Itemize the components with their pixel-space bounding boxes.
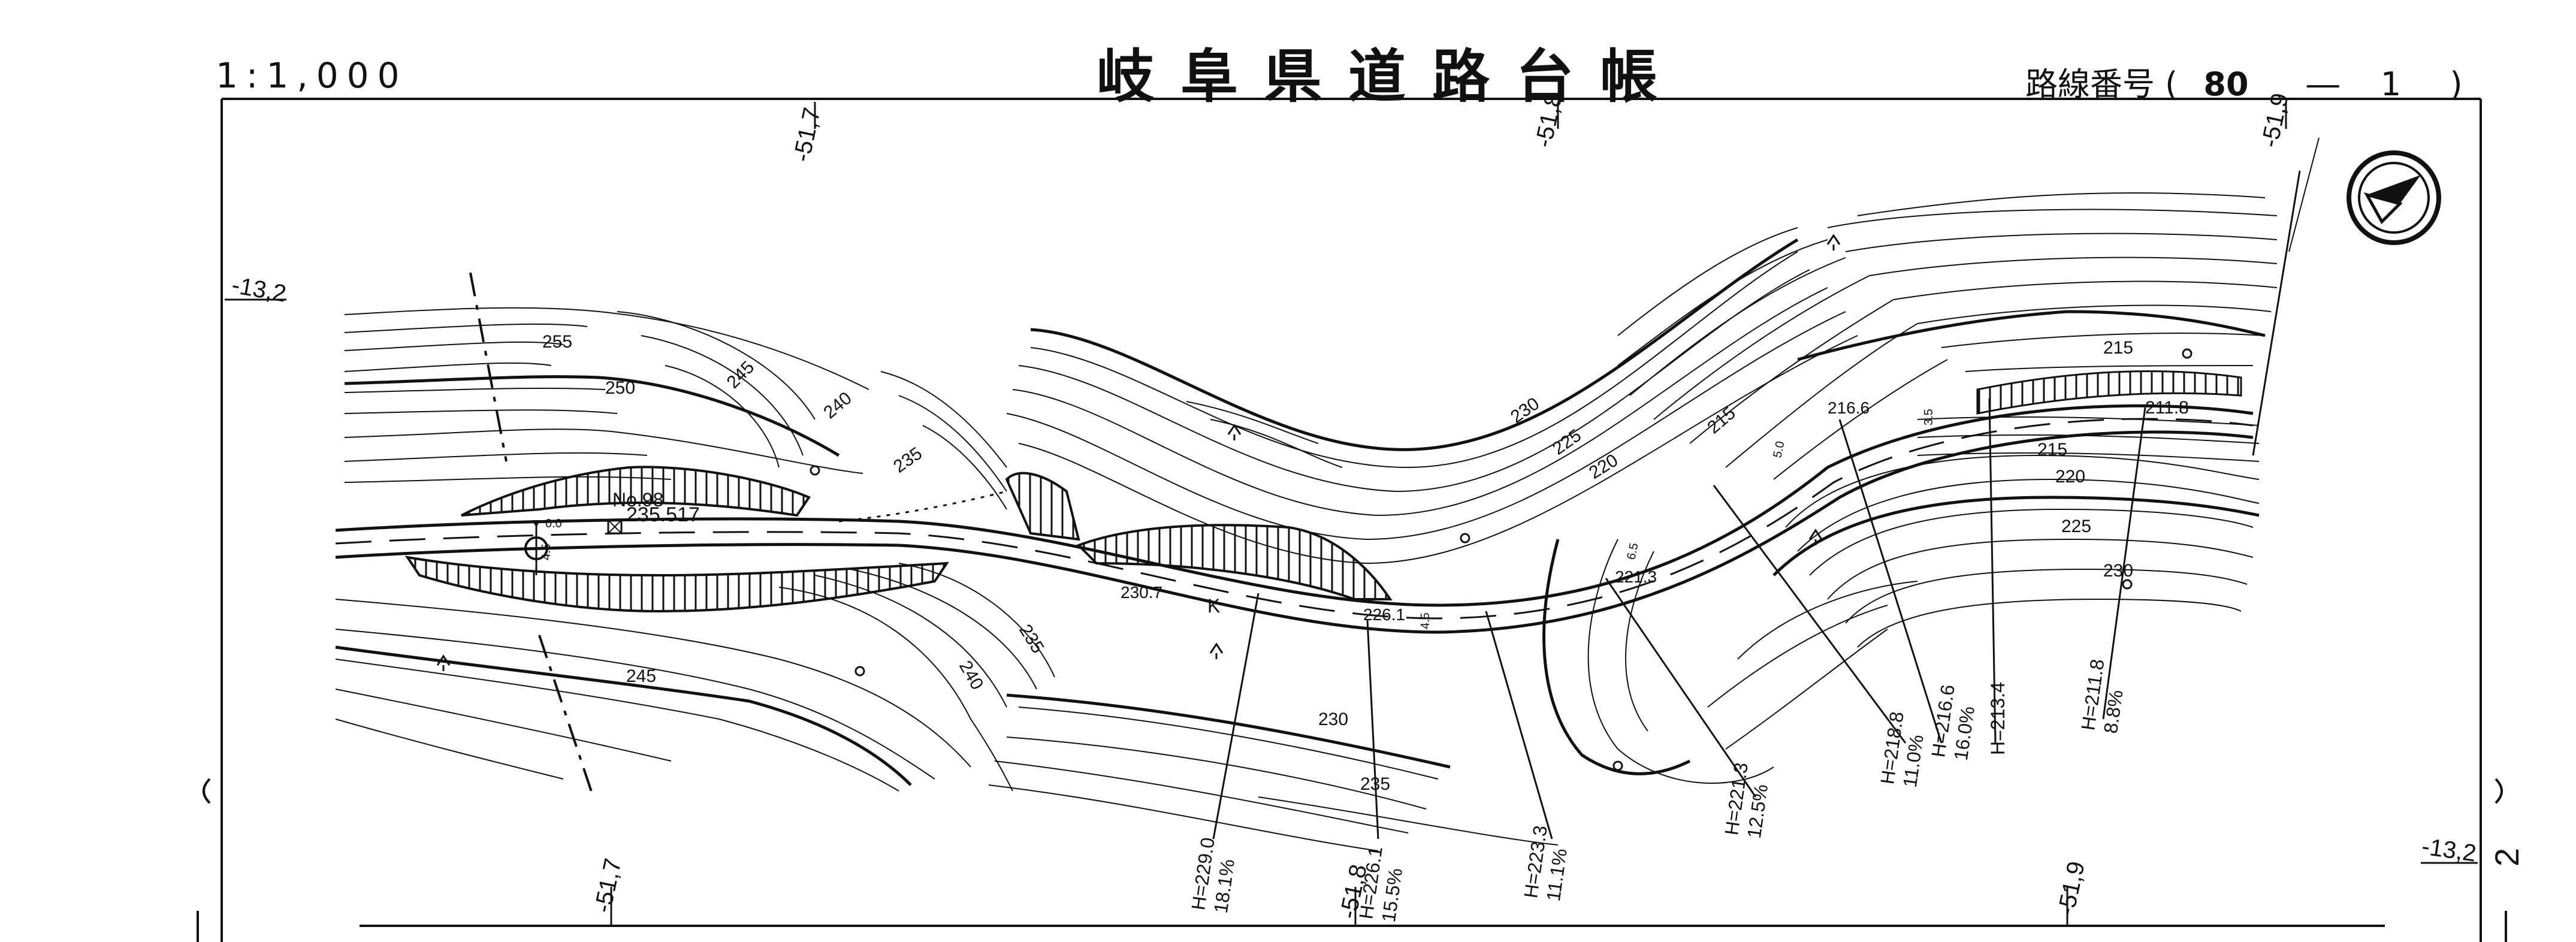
route-label: 路線番号 (2025, 65, 2155, 103)
contour-label: 225 (2061, 517, 2091, 536)
road-elev-2118: 211.8 (2145, 398, 2189, 418)
cut-slopes (404, 370, 2242, 613)
broadleaf-tree-icon (854, 666, 865, 677)
station-elevation: 235.517 (626, 503, 700, 526)
map-scale: 1:1,000 (216, 55, 408, 96)
lower-contours (335, 416, 2260, 852)
road-elev-2166: 216.6 (1828, 398, 1870, 417)
slope-grade: 8.8% (2100, 689, 2127, 735)
slope-labels: H=229.0 18.1% H=226.1 15.5% H=223.3 11.1… (1187, 658, 2127, 924)
contour-label: 220 (2055, 467, 2085, 487)
grid-label-top-1: -51,7 (789, 105, 826, 164)
broadleaf-tree-icon (810, 465, 820, 476)
map-frame (197, 98, 2507, 942)
road-width-2213: 6.5 (1624, 542, 1641, 561)
slope-height: H=213.4 (1987, 682, 2009, 755)
contour-label: 215 (2037, 440, 2067, 460)
conifer-tree-icon (1808, 529, 1823, 545)
grid-label-left: -13,2 (229, 272, 288, 307)
broadleaf-tree-icon (2182, 348, 2193, 359)
contour-label: 225 (1549, 425, 1585, 459)
boundary-lines (2252, 137, 2320, 456)
road-elev-2213: 221.3 (1615, 567, 1657, 586)
north-arrow-icon (2347, 150, 2441, 245)
conifer-tree-icon (1826, 234, 1841, 250)
station-width: 4.5 (540, 544, 553, 560)
benchmark-icon (607, 519, 623, 535)
grid-label-bottom-3: -51,9 (2053, 859, 2090, 918)
route-number: 80 (2203, 65, 2249, 103)
contour-label: 235 (890, 443, 926, 477)
contour-label: 250 (605, 378, 635, 398)
contour-label: 245 (626, 666, 656, 686)
road-width-2166: 3.5 (1922, 409, 1935, 425)
station-marker-icon (524, 520, 548, 575)
grid-labels: -51,7 -51,8 -51,9 -51,7 -51,8 -51,9 -13,… (225, 91, 2478, 926)
road-width-top: 5.0 (1771, 440, 1787, 459)
contour-label: 230 (1507, 394, 1543, 427)
road-width-2261: 4.5 (1419, 612, 1432, 629)
broadleaf-tree-icon (2122, 579, 2133, 590)
road-labels: 230.7 K 226.1 4.5 221.3 6.5 5.0 216.6 3.… (1121, 398, 2189, 629)
conifer-tree-icon (1209, 642, 1224, 659)
upper-contours (344, 192, 2278, 564)
grid-label-bottom-1: -51,7 (590, 856, 627, 915)
route-paren-open: ( (2165, 65, 2178, 103)
road-elev-2261: 226.1 (1363, 605, 1405, 624)
cross-section-lines (1212, 398, 2146, 840)
conifer-tree-icon (1227, 424, 1242, 440)
contour-label: 230 (1318, 709, 1348, 729)
road (335, 404, 2254, 634)
contour-label: 230 (2103, 561, 2133, 581)
contour-label: 215 (2103, 338, 2133, 358)
conifer-tree-icon (436, 654, 451, 671)
route-dash: ― (2306, 65, 2339, 103)
station-bench-offset: 0.0 (545, 517, 562, 530)
index-contours (344, 238, 2266, 457)
broadleaf-tree-icon (1460, 533, 1470, 544)
contour-label: 240 (820, 388, 856, 422)
route-number-label: 路線番号 ( 80 ― 1 ) (2025, 58, 2463, 105)
road-elev-2307: 230.7 (1121, 583, 1162, 602)
broadleaf-tree-icon (1612, 760, 1623, 771)
contour-label: 240 (955, 657, 987, 693)
contour-label: 220 (1586, 450, 1621, 483)
grid-label-right: -13,2 (2420, 833, 2478, 866)
survey-centerline (469, 272, 594, 798)
vegetation-symbols (436, 234, 2193, 771)
route-paren-close: ) (2450, 65, 2463, 103)
station-name: No.98 (612, 489, 663, 511)
route-sub-number: 1 (2380, 65, 2402, 103)
road-curve-mark: K (1207, 595, 1220, 617)
contour-label: 255 (542, 332, 572, 352)
